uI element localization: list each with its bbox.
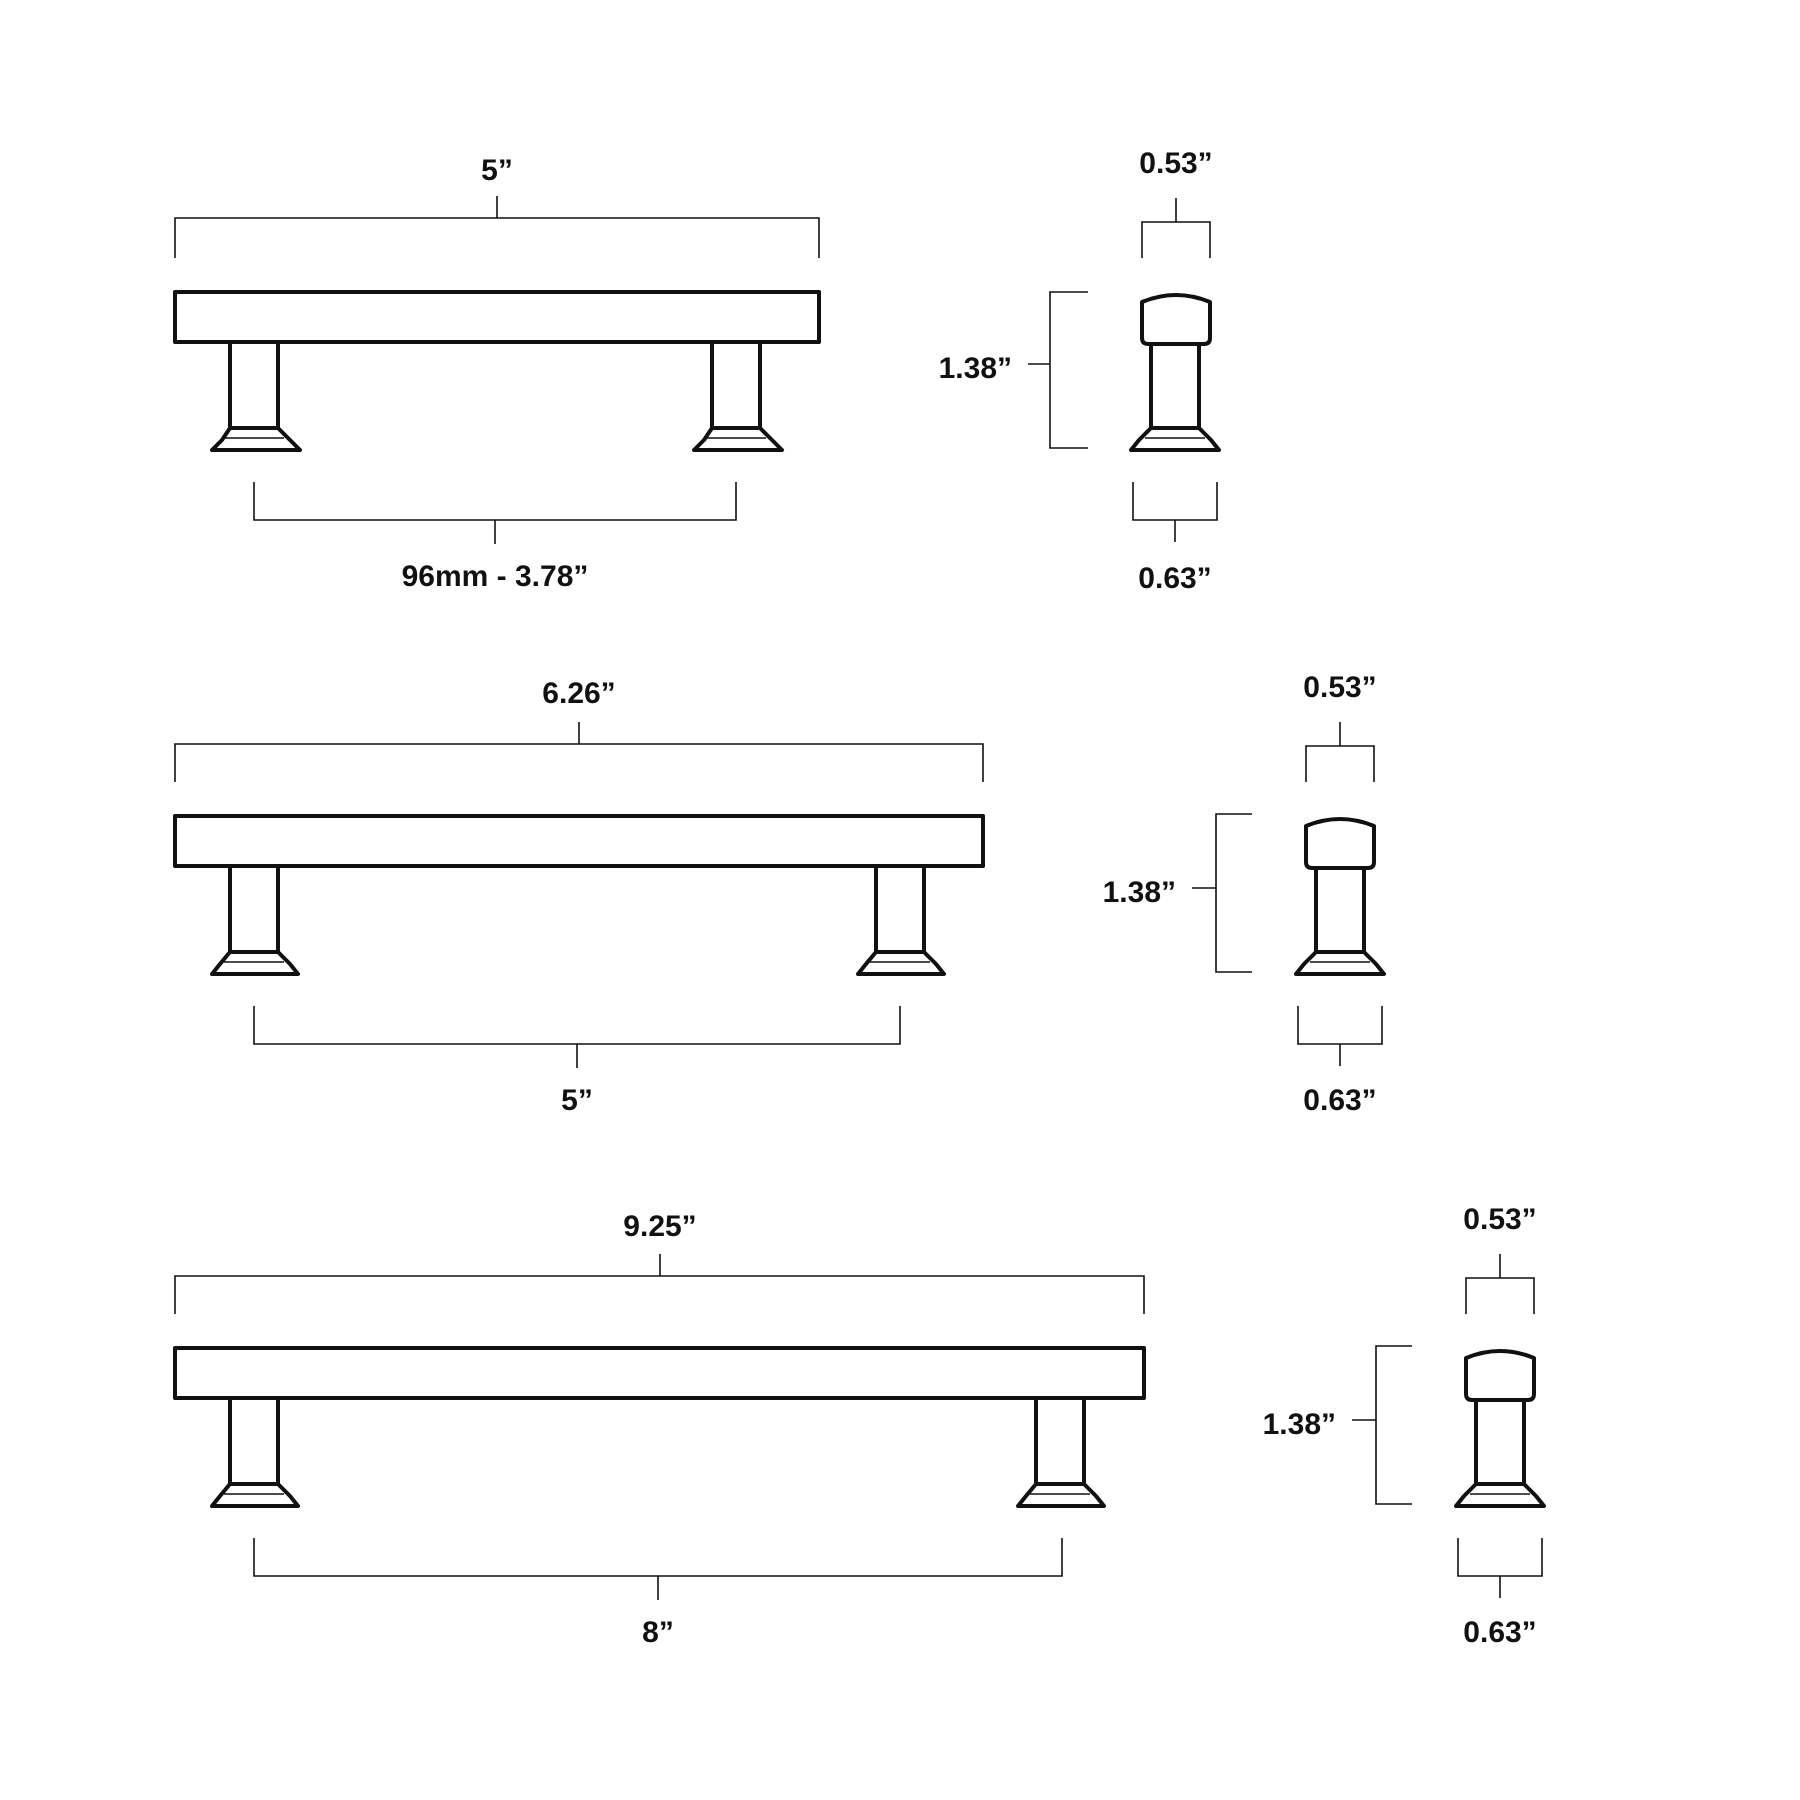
center-to-center-dimension: 8”	[253, 1538, 1063, 1649]
handle-front-view	[173, 1346, 1146, 1508]
center-to-center-label: 5”	[561, 1084, 593, 1117]
overall-length-dimension: 9.25”	[174, 1210, 1145, 1314]
height-label: 1.38”	[1103, 876, 1176, 909]
handle-post-right	[692, 340, 784, 452]
center-to-center-label: 96mm - 3.78”	[402, 560, 589, 593]
handle-post-right	[1016, 1396, 1106, 1508]
overall-length-dimension: 5”	[174, 154, 820, 258]
handle-post-right	[856, 864, 946, 976]
handle-bar	[173, 1346, 1146, 1400]
base-width-dimension: 0.63”	[1457, 1538, 1543, 1649]
side-profile-view	[1294, 817, 1386, 976]
height-dimension: 1.38”	[939, 291, 1088, 449]
center-to-center-dimension: 5”	[253, 1006, 901, 1117]
base-width-label: 0.63”	[1138, 562, 1211, 595]
side-profile-view	[1454, 1349, 1546, 1508]
top-width-label: 0.53”	[1303, 671, 1376, 704]
handle-front-view	[173, 290, 821, 452]
overall-length-label: 6.26”	[542, 677, 615, 710]
handle-row-3: 9.25” 8” 0.53” 1.38” 0.63”	[173, 1203, 1546, 1649]
overall-length-label: 5”	[481, 154, 513, 187]
base-width-dimension: 0.63”	[1132, 482, 1218, 595]
top-width-label: 0.53”	[1139, 147, 1212, 180]
top-width-dimension: 0.53”	[1303, 671, 1377, 782]
base-width-dimension: 0.63”	[1297, 1006, 1383, 1117]
height-dimension: 1.38”	[1103, 813, 1252, 973]
height-dimension: 1.38”	[1263, 1345, 1412, 1505]
handle-bar	[173, 290, 821, 344]
overall-length-dimension: 6.26”	[174, 677, 984, 782]
base-width-label: 0.63”	[1303, 1084, 1376, 1117]
overall-length-label: 9.25”	[623, 1210, 696, 1243]
center-to-center-dimension: 96mm - 3.78”	[253, 482, 737, 593]
center-to-center-label: 8”	[642, 1616, 674, 1649]
side-profile-view	[1129, 293, 1221, 452]
handle-front-view	[173, 814, 985, 976]
height-label: 1.38”	[1263, 1408, 1336, 1441]
handle-post-left	[210, 340, 302, 452]
top-width-dimension: 0.53”	[1139, 147, 1213, 258]
base-width-label: 0.63”	[1463, 1616, 1536, 1649]
handle-row-2: 6.26” 5” 0.53” 1.38” 0.63”	[173, 671, 1386, 1117]
handle-bar	[173, 814, 985, 868]
handle-post-left	[210, 864, 300, 976]
top-width-label: 0.53”	[1463, 1203, 1536, 1236]
handle-row-1: 5” 96mm - 3.78” 0.53” 1.38” 0.63”	[173, 147, 1221, 595]
handle-post-left	[210, 1396, 300, 1508]
top-width-dimension: 0.53”	[1463, 1203, 1537, 1314]
height-label: 1.38”	[939, 352, 1012, 385]
